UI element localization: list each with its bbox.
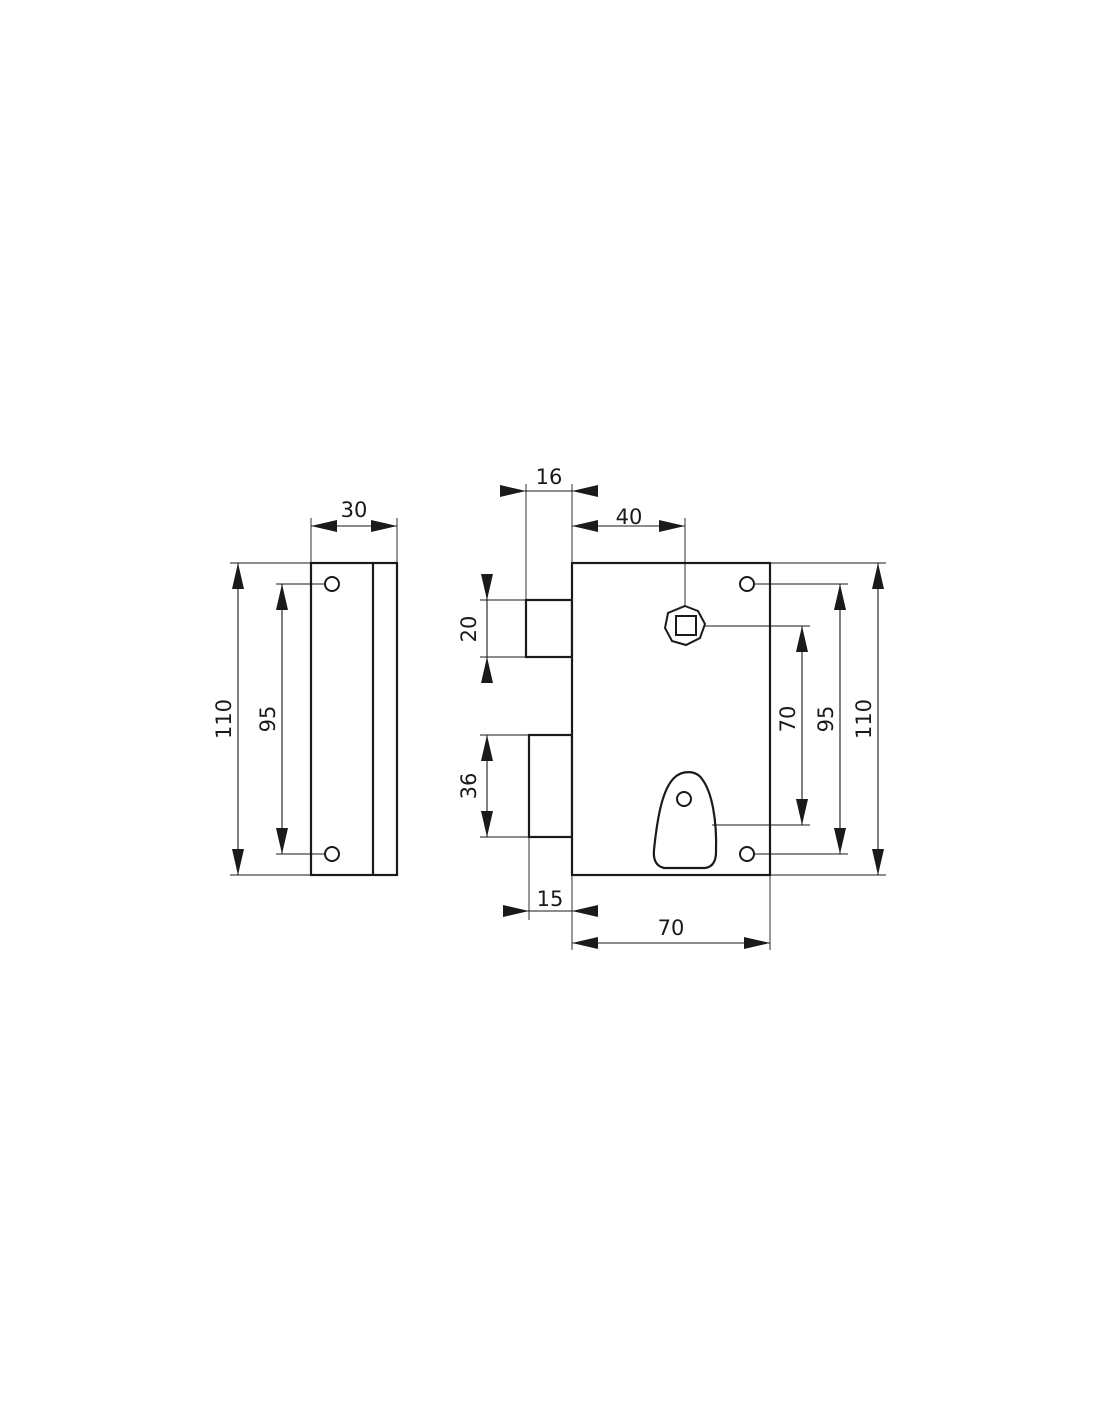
deadbolt-height-dimension: 36 [457,734,529,838]
side-width-dimension: 30 [310,498,398,563]
key-escutcheon [652,771,718,870]
latch-height-label: 20 [457,616,481,643]
latch-height-dimension: 20 [457,574,526,683]
deadbolt-height-label: 36 [457,773,481,800]
case-height-dimension: 110 [770,562,886,876]
case-width-label: 70 [658,916,685,940]
side-hole-spacing-label: 95 [256,706,280,733]
square-spindle-hole [675,615,697,636]
latch-bolt [524,598,574,659]
spindle-to-key-dimension: 70 [705,625,810,826]
bolt-protrusion-dimension: 16 [500,465,598,600]
spindle-follower [663,604,707,647]
side-height-label: 110 [212,699,236,739]
side-view: 30 110 95 [212,498,399,877]
bolt-top-offset-label: 16 [536,465,563,489]
spindle-to-key-label: 70 [776,706,800,733]
front-top-screw-hole [739,576,755,592]
deadbolt-offset-label: 15 [537,887,564,911]
side-top-screw-hole [324,576,340,592]
side-hole-spacing-dimension: 95 [256,583,325,855]
spindle-backset-dimension: 40 [572,505,686,606]
case-width-dimension: 70 [572,875,771,950]
key-hole [676,791,692,807]
side-width-label: 30 [341,498,368,522]
side-height-dimension: 110 [212,562,311,876]
front-view: 16 40 20 36 [457,465,886,950]
spindle-offset-label: 40 [616,505,643,529]
deadbolt-protrusion-dimension: 15 [503,837,598,950]
side-bottom-screw-hole [324,846,340,862]
front-hole-spacing-label: 95 [814,706,838,733]
front-bottom-screw-hole [739,846,755,862]
front-hole-spacing-dimension: 95 [755,583,848,855]
side-body [309,561,399,877]
dead-bolt [527,733,574,839]
case-height-label: 110 [852,699,876,739]
